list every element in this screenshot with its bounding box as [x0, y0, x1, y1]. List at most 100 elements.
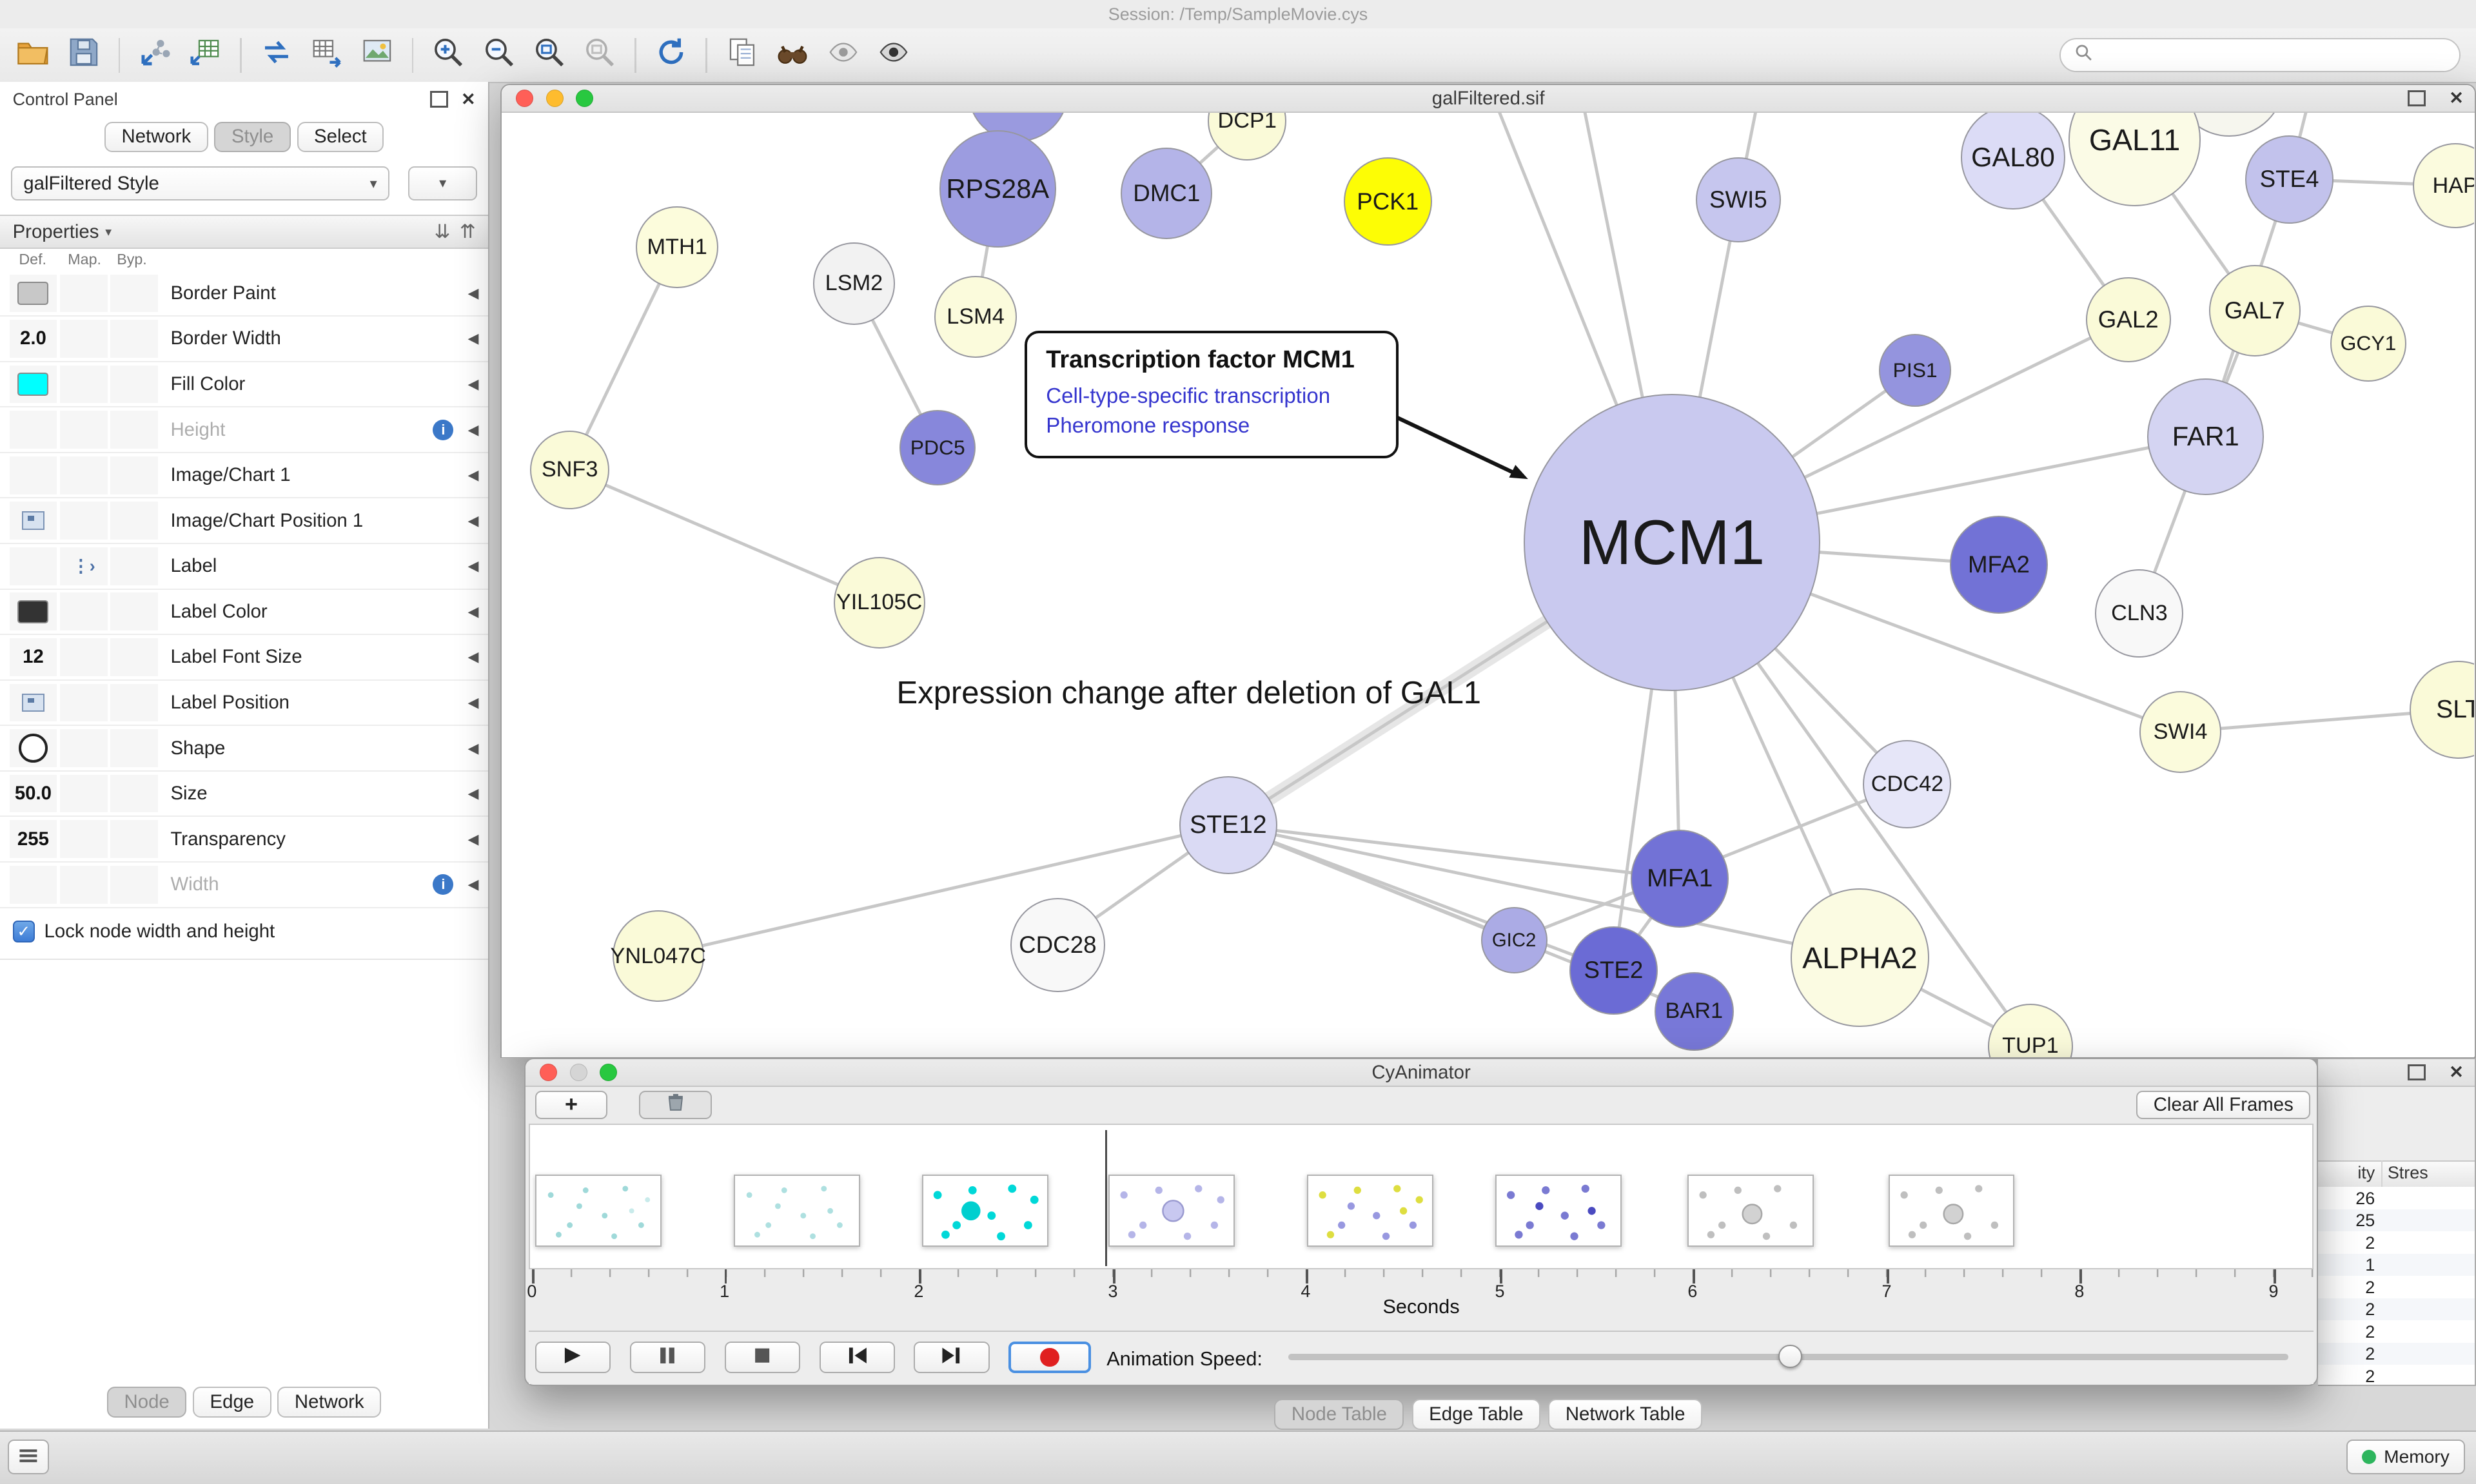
export-network-button[interactable]: [253, 33, 300, 77]
tab-style[interactable]: Style: [214, 121, 291, 153]
node-bar1[interactable]: BAR1: [1655, 971, 1734, 1051]
node-far1[interactable]: FAR1: [2147, 378, 2265, 496]
close-window-light[interactable]: [540, 1064, 558, 1082]
import-network-button[interactable]: [131, 33, 178, 77]
tab-select[interactable]: Select: [297, 121, 384, 153]
expand-row-icon[interactable]: ◀: [467, 603, 479, 620]
node-rps28a[interactable]: RPS28A: [939, 130, 1056, 248]
frame-thumbnail-3[interactable]: [921, 1174, 1048, 1247]
node-ynl047c[interactable]: YNL047C: [610, 910, 706, 1002]
style-selector[interactable]: galFiltered Style ▾: [11, 166, 389, 201]
properties-header[interactable]: Properties ▾ ⇊ ⇈: [0, 215, 489, 249]
transparency-value[interactable]: 255: [17, 828, 49, 850]
node-cln3[interactable]: CLN3: [2095, 569, 2184, 658]
refresh-button[interactable]: [647, 33, 694, 77]
node-mth1[interactable]: MTH1: [636, 206, 718, 289]
label-font-size-value[interactable]: 12: [23, 646, 44, 668]
show-all-button[interactable]: [870, 33, 917, 77]
float-panel-icon[interactable]: [2407, 1064, 2426, 1081]
border-width-value[interactable]: 2.0: [20, 327, 46, 349]
tab-edge-style[interactable]: Edge: [193, 1387, 271, 1418]
property-row[interactable]: Shape ◀: [0, 726, 489, 772]
tab-node-style[interactable]: Node: [107, 1387, 187, 1418]
add-frame-button[interactable]: +: [535, 1090, 608, 1119]
node-pck1[interactable]: PCK1: [1343, 157, 1432, 246]
expand-row-icon[interactable]: ◀: [467, 330, 479, 347]
node-dmc1[interactable]: DMC1: [1121, 148, 1213, 240]
export-table-button[interactable]: [303, 33, 350, 77]
tab-network-table[interactable]: Network Table: [1548, 1398, 1702, 1430]
node-gal7[interactable]: GAL7: [2208, 264, 2301, 356]
property-row[interactable]: Image/Chart 1 ◀: [0, 453, 489, 499]
zoom-window-light[interactable]: [600, 1064, 618, 1082]
network-window-titlebar[interactable]: galFiltered.sif ✕: [502, 84, 2475, 113]
close-panel-icon[interactable]: ✕: [461, 89, 476, 109]
node-lsm2[interactable]: LSM2: [812, 242, 896, 325]
expand-row-icon[interactable]: ◀: [467, 830, 479, 847]
node-pis1[interactable]: PIS1: [1878, 334, 1952, 407]
frame-thumbnail-7[interactable]: [1687, 1174, 1814, 1247]
table-row[interactable]: 25: [2318, 1209, 2475, 1232]
column-ity[interactable]: ity: [2357, 1162, 2375, 1182]
node-yil105c[interactable]: YIL105C: [833, 556, 925, 649]
copy-button[interactable]: [718, 33, 765, 77]
property-row[interactable]: Height i ◀: [0, 407, 489, 453]
frame-thumbnail-1[interactable]: [535, 1174, 662, 1247]
node-gal80[interactable]: GAL80: [1961, 113, 2065, 210]
minimize-window-light[interactable]: [545, 90, 564, 108]
property-row[interactable]: Fill Color ◀: [0, 362, 489, 408]
expand-row-icon[interactable]: ◀: [467, 785, 479, 802]
label-position-icon[interactable]: [21, 693, 45, 712]
zoom-out-button[interactable]: [475, 33, 522, 77]
frame-thumbnail-8[interactable]: [1888, 1174, 2015, 1247]
record-button[interactable]: [1008, 1341, 1091, 1373]
node-pdc5[interactable]: PDC5: [899, 409, 976, 486]
property-row[interactable]: Border Paint ◀: [0, 271, 489, 317]
property-row[interactable]: 12 Label Font Size ◀: [0, 635, 489, 681]
minimize-window-light[interactable]: [569, 1064, 587, 1082]
annotation-box[interactable]: Transcription factor MCM1 Cell-type-spec…: [1024, 331, 1399, 458]
clear-all-frames-button[interactable]: Clear All Frames: [2136, 1090, 2311, 1119]
property-row[interactable]: 2.0 Border Width ◀: [0, 317, 489, 362]
export-image-button[interactable]: [353, 33, 400, 77]
node-cdc42[interactable]: CDC42: [1863, 739, 1952, 828]
table-row[interactable]: 26: [2355, 1188, 2375, 1208]
open-session-button[interactable]: [10, 33, 57, 77]
fill-color-swatch[interactable]: [17, 373, 49, 396]
info-icon[interactable]: i: [433, 874, 454, 895]
tab-edge-table[interactable]: Edge Table: [1411, 1398, 1541, 1430]
network-canvas[interactable]: RPS28A DMC1 DCP1 PCK1 SWI5 GAL80 GAL11 S…: [502, 113, 2475, 1057]
style-options-button[interactable]: ▾: [408, 166, 478, 201]
frame-thumbnail-2[interactable]: [734, 1174, 861, 1247]
slider-thumb[interactable]: [1778, 1344, 1802, 1369]
zoom-in-button[interactable]: [425, 33, 472, 77]
node-swi4[interactable]: SWI4: [2139, 690, 2222, 774]
timeline-playhead[interactable]: [1105, 1130, 1108, 1266]
property-row[interactable]: Label Color ◀: [0, 590, 489, 636]
expand-all-icon[interactable]: ⇊: [434, 221, 451, 243]
property-row[interactable]: 255 Transparency ◀: [0, 817, 489, 863]
annotation-link-2[interactable]: Pheromone response: [1046, 414, 1250, 438]
lock-size-checkbox[interactable]: ✓: [12, 921, 35, 943]
expand-row-icon[interactable]: ◀: [467, 649, 479, 665]
expand-row-icon[interactable]: ◀: [467, 421, 479, 438]
frame-thumbnail-4[interactable]: [1108, 1174, 1235, 1247]
node-gal2[interactable]: GAL2: [2085, 277, 2171, 363]
node-cdc28[interactable]: CDC28: [1010, 897, 1105, 993]
info-icon[interactable]: i: [433, 419, 454, 440]
node-ste2[interactable]: STE2: [1569, 926, 1658, 1015]
float-window-icon[interactable]: [2407, 90, 2426, 107]
passthrough-mapping-icon[interactable]: ⋮›: [72, 556, 95, 576]
property-row[interactable]: Image/Chart Position 1 ◀: [0, 498, 489, 544]
node-alpha2[interactable]: ALPHA2: [1790, 888, 1930, 1028]
save-session-button[interactable]: [60, 33, 107, 77]
memory-button[interactable]: Memory: [2346, 1440, 2465, 1475]
property-row[interactable]: Label Position ◀: [0, 681, 489, 727]
annotation-link-1[interactable]: Cell-type-specific transcription: [1046, 384, 1331, 409]
cyanimator-titlebar[interactable]: CyAnimator: [526, 1059, 2317, 1088]
node-gic2[interactable]: GIC2: [1480, 907, 1548, 974]
node-mcm1[interactable]: MCM1: [1523, 394, 1821, 691]
table-row[interactable]: 2: [2318, 1298, 2475, 1321]
skip-to-start-button[interactable]: [819, 1341, 896, 1373]
table-row[interactable]: 2: [2365, 1277, 2375, 1297]
